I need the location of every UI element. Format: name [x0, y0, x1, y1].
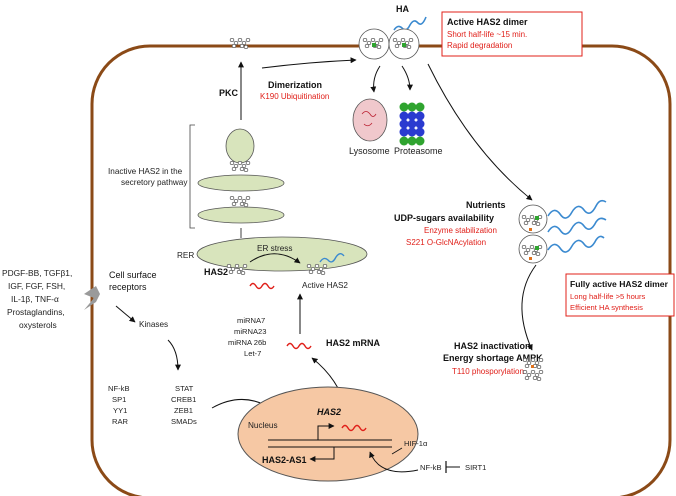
proteasome-label: Proteasome: [394, 146, 443, 156]
inactivation-label: HAS2 inactivation: [454, 341, 531, 351]
cytoplasmic-mrna: [286, 342, 312, 350]
kinases-label: Kinases: [139, 320, 168, 329]
box-fully-title: Fully active HAS2 dimer: [570, 279, 669, 289]
mirna-list: miRNA7 miRNA23 miRNA 26b Let-7: [228, 316, 267, 358]
growth-factor-line: IL-1β, TNF-α: [11, 294, 59, 304]
growth-factor-line: PDGF-BB, TGFβ1,: [2, 268, 72, 278]
s221-label: S221 O-GlcNAcylation: [406, 238, 486, 247]
box-fully-active: Fully active HAS2 dimer Long half-life >…: [565, 273, 675, 317]
mirna-item: miRNA 26b: [228, 338, 266, 347]
has2-gene-label: HAS2: [317, 407, 341, 417]
enzyme-stab-label: Enzyme stabilization: [424, 226, 497, 235]
has2-as1-label: HAS2-AS1: [262, 455, 307, 465]
active-has2-label: Active HAS2: [302, 281, 348, 290]
has2-promoter-arrow: [317, 423, 335, 440]
has2-rer-label: HAS2: [204, 267, 228, 277]
udp-label: UDP-sugars availability: [394, 213, 494, 223]
box-active-dimer-title: Active HAS2 dimer: [447, 17, 528, 27]
inactive-has2-line1: Inactive HAS2 in the: [108, 167, 183, 176]
er-stress-arrow: [249, 253, 301, 264]
pkc-label: PKC: [219, 88, 239, 98]
lysosome: [352, 98, 388, 142]
t110-label: T110 phosporylation: [452, 367, 524, 376]
box-active-dimer: Active HAS2 dimer Short half-life ~15 mi…: [441, 11, 583, 57]
ha-chain-rer: [319, 253, 345, 263]
rer-mrna: [249, 282, 275, 290]
tf-item: SP1: [112, 395, 126, 404]
tf-item: STAT: [175, 384, 194, 393]
kinases-to-tf-arrow: [167, 339, 181, 371]
tf-left-list: NF-kB SP1 YY1 RAR: [108, 384, 130, 426]
dimerization-arrow: [261, 57, 357, 69]
tf-item: ZEB1: [174, 406, 193, 415]
tf-item: NF-kB: [108, 384, 130, 393]
receptor-icon: [84, 286, 100, 310]
mirna-item: miRNA23: [234, 327, 267, 336]
box-fully-line1: Long half-life >5 hours: [570, 292, 646, 301]
nutrients-label: Nutrients: [466, 200, 506, 210]
nuclear-mrna: [341, 424, 367, 432]
inactive-has2-line2: secretory pathway: [121, 178, 188, 187]
has2-mrna-label: HAS2 mRNA: [326, 338, 381, 348]
ha-label: HA: [396, 4, 409, 14]
inactive-monomer-right: [523, 358, 543, 380]
golgi-cisterna-1: [197, 174, 285, 192]
secretory-bracket: [189, 124, 195, 229]
dimerization-label: Dimerization: [268, 80, 322, 90]
sirt1-label: SIRT1: [465, 463, 486, 472]
k190-label: K190 Ubiquitination: [260, 92, 329, 101]
energy-label: Energy shortage AMPK: [443, 353, 543, 363]
er-stress-label: ER stress: [257, 244, 293, 253]
tf-item: SMADs: [171, 417, 197, 426]
fully-active-dimer: [518, 204, 548, 264]
mirna-item: Let-7: [244, 349, 261, 358]
box-active-dimer-line2: Rapid degradation: [447, 41, 512, 50]
lysosome-label: Lysosome: [349, 146, 390, 156]
to-lysosome-arrow: [370, 65, 381, 93]
tf-item: YY1: [113, 406, 127, 415]
tf-right-list: STAT CREB1 ZEB1 SMADs: [171, 384, 197, 426]
golgi-vesicle: [225, 128, 255, 172]
ha-chain-top: [393, 16, 427, 31]
nucleus-label: Nucleus: [248, 421, 278, 430]
growth-factor-line: IGF, FGF, FSH,: [8, 281, 65, 291]
proteasome: [399, 102, 425, 146]
has2-as1-arrow: [309, 447, 335, 462]
nfkb-to-nucleus-arrow: [369, 451, 419, 473]
growth-factor-line: Prostaglandins,: [7, 307, 65, 317]
growth-factor-line: oxysterols: [19, 320, 57, 330]
mirna-item: miRNA7: [237, 316, 265, 325]
membrane-dimer-top: [358, 28, 420, 60]
nfkb-right-label: NF-kB: [420, 463, 442, 472]
cell-surface-line1: Cell surface: [109, 270, 157, 280]
hif-line: [391, 447, 403, 455]
growth-factors-list: PDGF-BB, TGFβ1, IGF, FGF, FSH, IL-1β, TN…: [2, 268, 72, 330]
to-proteasome-arrow: [401, 65, 413, 91]
ha-chains-right: [547, 199, 607, 253]
tf-item: CREB1: [171, 395, 196, 404]
rer-label: RER: [177, 251, 194, 260]
golgi-cisterna-2: [197, 206, 285, 224]
box-active-dimer-line1: Short half-life ~15 min.: [447, 30, 527, 39]
tf-item: RAR: [112, 417, 129, 426]
rer: [196, 236, 368, 272]
nucleus: [237, 386, 419, 482]
hif-label: HIF-1α: [404, 439, 428, 448]
box-fully-line2: Efficient HA synthesis: [570, 303, 643, 312]
nutrients-arrow: [427, 63, 533, 201]
cell-surface-line2: receptors: [109, 282, 147, 292]
inactivation-arrow: [521, 264, 537, 351]
receptor-to-kinases-arrow: [115, 305, 136, 323]
